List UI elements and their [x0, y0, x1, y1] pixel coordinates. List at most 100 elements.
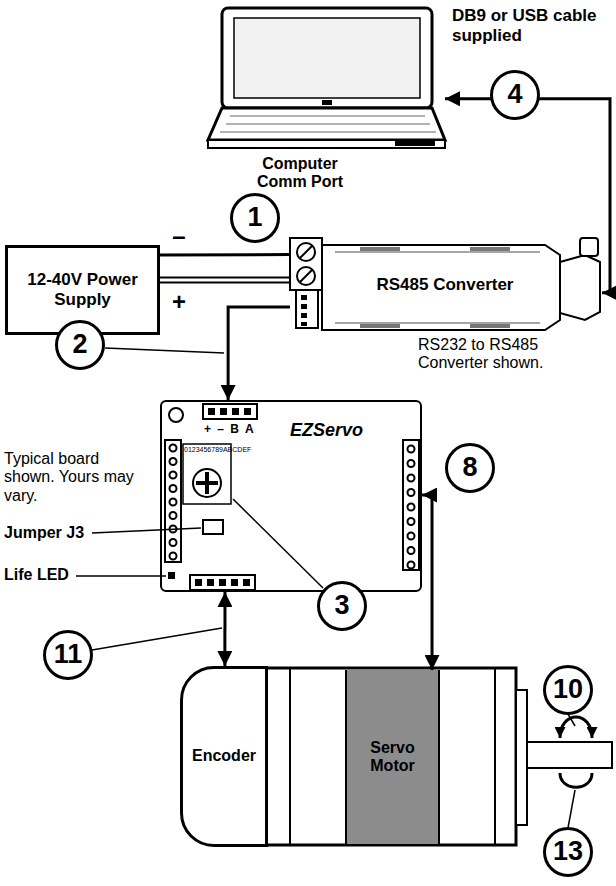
rs485-converter-drawing — [290, 238, 322, 290]
rs485-converter-drawing — [560, 255, 600, 320]
cable-connector — [228, 307, 290, 400]
servo-motor-drawing — [290, 668, 495, 845]
converter-note: RS232 to RS485 Converter shown. — [418, 336, 610, 373]
servo-motor-drawing — [516, 690, 527, 825]
rs485-converter-drawing — [300, 246, 312, 282]
ezservo-board: EZServo+ – B A — [160, 400, 422, 592]
laptop-drawing — [322, 100, 332, 105]
ezservo-board-parts — [170, 458, 177, 465]
leader-line — [105, 348, 224, 353]
rs485-converter-drawing — [360, 247, 400, 251]
ezservo-board-parts — [207, 579, 214, 586]
node-text: Servo Motor — [353, 739, 432, 776]
cable-connector — [160, 253, 290, 256]
callout-number: 11 — [43, 630, 93, 680]
power-wire — [160, 279, 292, 282]
laptop-drawing — [208, 108, 445, 140]
rs485-converter-drawing — [470, 247, 510, 251]
callout-number: 2 — [55, 320, 105, 370]
laptop-drawing — [208, 8, 445, 148]
servo-motor-drawing — [527, 742, 612, 768]
rs485-converter-drawing — [301, 304, 307, 309]
ezservo-board-parts — [168, 572, 175, 579]
rotation-arrow — [560, 773, 592, 787]
ezservo-board-parts — [408, 562, 415, 569]
ezservo-board-parts — [408, 504, 415, 511]
cable-connector — [422, 495, 432, 670]
ezservo-board-parts — [165, 440, 181, 562]
ezservo-board-parts — [408, 518, 415, 525]
ezservo-board-parts — [244, 408, 251, 415]
rs485-converter-drawing — [301, 295, 307, 300]
node-text: Encoder — [192, 747, 256, 765]
node-text: + – B A — [204, 423, 266, 437]
rotary-switch-digits: 0123456789ABCDEF — [184, 446, 230, 453]
rs485-converter-drawing — [580, 238, 598, 256]
laptop-drawing — [222, 8, 432, 108]
cable-connector — [223, 592, 226, 666]
ezservo-board-parts — [408, 446, 415, 453]
leader-line — [568, 714, 575, 726]
ezservo-board-parts — [208, 408, 215, 415]
ezservo-board-parts — [190, 575, 255, 590]
board-note: Typical board shown. Yours may vary. — [4, 450, 154, 505]
cable-connector — [445, 99, 610, 293]
leader-line — [92, 628, 222, 650]
ezservo-board-parts — [203, 404, 257, 419]
power-wire — [160, 277, 292, 284]
computer-laptop: Computer Comm Port — [205, 5, 445, 198]
encoder-part: Encoder — [180, 666, 268, 847]
callout-number: 1 — [230, 193, 280, 243]
leader-line — [233, 499, 323, 588]
ezservo-board-parts — [195, 579, 202, 586]
laptop-drawing — [220, 116, 436, 132]
rs485-converter-drawing — [301, 322, 307, 326]
callout-number: 3 — [317, 581, 367, 631]
rs485-converter-drawing — [296, 290, 318, 328]
ezservo-board-parts — [408, 547, 415, 554]
node-text: Computer Comm Port — [250, 155, 350, 192]
ezservo-board-parts — [169, 408, 183, 422]
ezservo-board-parts — [403, 440, 419, 570]
ezservo-board-parts — [408, 460, 415, 467]
callout-number: 4 — [490, 70, 540, 120]
ezservo-board-parts — [203, 520, 223, 534]
cable-note: DB9 or USB cable supplied — [452, 6, 612, 45]
callout-number: 10 — [543, 665, 593, 715]
rs485-converter-drawing — [301, 313, 307, 318]
leader-line — [76, 348, 575, 828]
rs485-converter-drawing — [290, 238, 600, 330]
leader-line — [92, 528, 201, 533]
callout-number: 8 — [445, 443, 495, 493]
ezservo-board-parts — [170, 445, 415, 569]
laptop-drawing — [208, 140, 445, 148]
laptop-drawing — [234, 18, 420, 98]
ezservo-board-parts — [170, 553, 177, 560]
laptop-drawing — [395, 141, 435, 146]
ezservo-board-parts — [219, 579, 226, 586]
ezservo-board-parts — [243, 579, 250, 586]
polarity-sign: + — [168, 288, 190, 316]
rotation-arrow — [560, 717, 592, 787]
polarity-sign: – — [168, 222, 190, 250]
ezservo-board-parts — [165, 404, 419, 590]
ezservo-board-parts — [231, 579, 238, 586]
node-text: 12-40V Power Supply — [14, 270, 151, 309]
ezservo-board-parts — [408, 489, 415, 496]
ezservo-board-parts — [232, 408, 239, 415]
ezservo-board-parts — [170, 499, 177, 506]
servo-motor-body: Servo Motor — [345, 670, 440, 844]
leader-line — [76, 575, 166, 577]
rotation-arrow — [560, 717, 592, 738]
ezservo-board-parts — [196, 472, 218, 494]
ezservo-board-parts — [170, 472, 177, 479]
ezservo-board-parts — [408, 475, 415, 482]
power-wire — [160, 280, 292, 281]
servo-motor-drawing — [266, 668, 516, 845]
ezservo-board-parts — [408, 533, 415, 540]
led-label: Life LED — [4, 566, 76, 584]
